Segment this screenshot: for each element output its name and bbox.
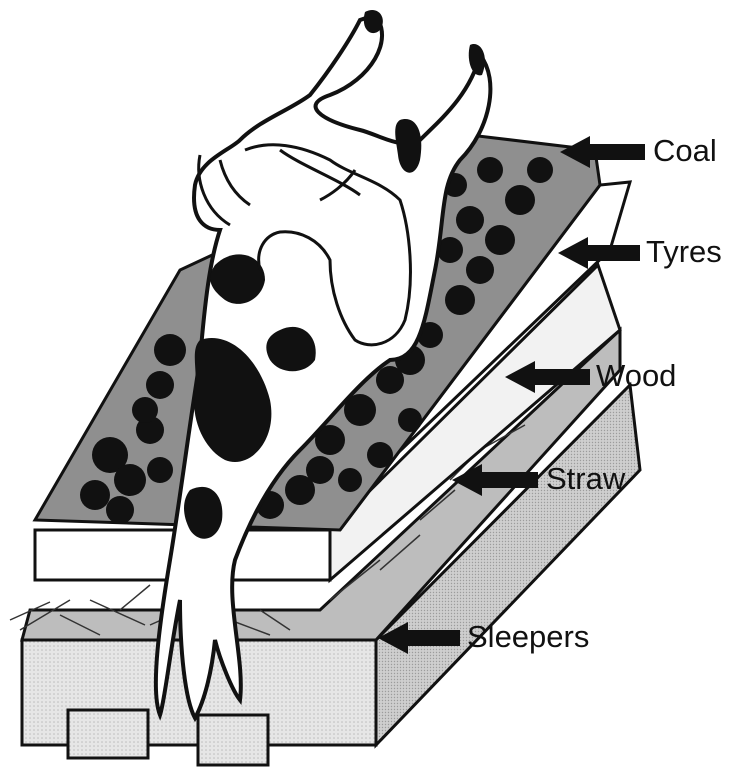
label-wood: Wood — [596, 358, 676, 394]
label-tyres: Tyres — [646, 234, 722, 270]
label-sleepers: Sleepers — [467, 619, 589, 655]
sleeper-leg-right — [198, 715, 268, 765]
sleeper-leg-left — [68, 710, 148, 758]
label-coal: Coal — [653, 133, 717, 169]
label-straw: Straw — [546, 461, 625, 497]
